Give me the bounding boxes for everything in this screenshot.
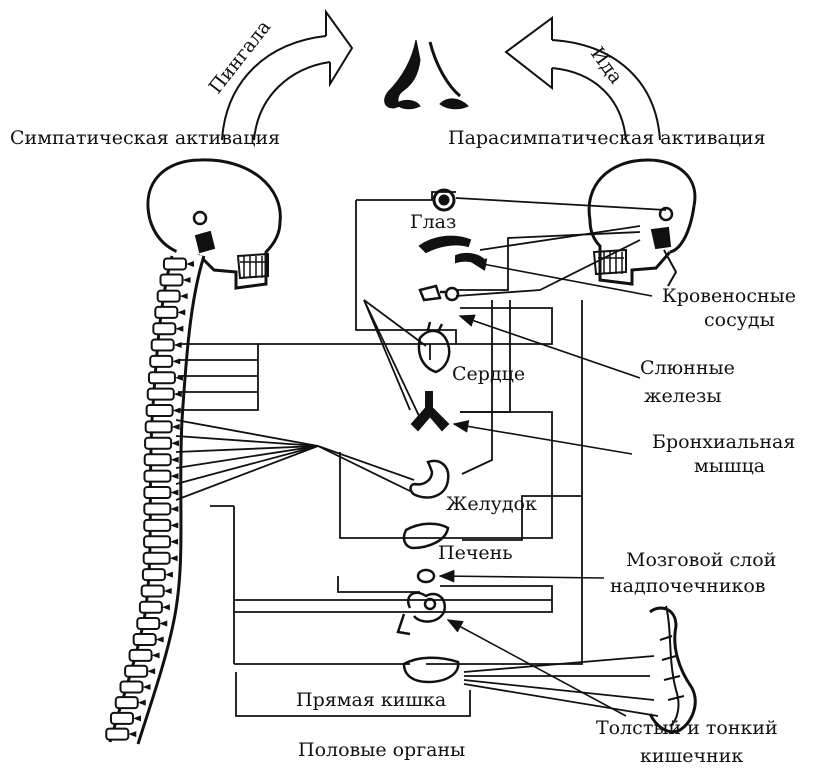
- ida-arrow: [506, 18, 660, 140]
- intestine-icon: [398, 593, 445, 634]
- vertebra: [164, 258, 186, 269]
- vertebra: [144, 471, 170, 482]
- intestine-label-line1: Толстый и тонкий: [596, 716, 778, 740]
- eye-icon: [434, 190, 454, 210]
- pingala-arrow: [222, 12, 352, 140]
- callout-arrows: [440, 262, 652, 716]
- vertebra: [140, 602, 162, 613]
- vessel-icon: [420, 237, 484, 264]
- rectum-icon: [404, 658, 458, 682]
- vertebra: [155, 307, 177, 318]
- adrenal-label-line2: надпочечников: [610, 574, 766, 598]
- vertebra: [142, 585, 164, 596]
- vertebra: [143, 569, 165, 580]
- vertebra: [144, 520, 170, 531]
- vertebra: [144, 503, 170, 514]
- vertebra: [150, 356, 172, 367]
- vertebra: [152, 340, 174, 351]
- salivary-gland-icon: [420, 286, 458, 300]
- vessels-label-line1: Кровеносные: [662, 284, 796, 308]
- vertebra: [137, 618, 159, 629]
- vertebra: [148, 389, 174, 400]
- adrenal-label-line1: Мозговой слой: [626, 548, 776, 572]
- intestine-arrow: [448, 620, 626, 716]
- vertebra: [116, 697, 138, 708]
- bronchial-label-line1: Бронхиальная: [652, 430, 795, 454]
- right-skull-icon: [589, 160, 695, 286]
- vertebra: [144, 487, 170, 498]
- vertebra: [130, 650, 152, 661]
- vertebra: [134, 634, 156, 645]
- vertebra: [158, 291, 180, 302]
- vertebra: [144, 553, 170, 564]
- vessels-label-line2: сосуды: [704, 308, 775, 332]
- vertebra: [106, 729, 128, 740]
- intestine-label-line2: кишечник: [640, 744, 743, 768]
- stomach-label: Желудок: [446, 492, 537, 516]
- vertebra: [147, 405, 173, 416]
- parasympathetic-activation-label: Парасимпатическая активация: [448, 126, 766, 150]
- sympathetic-activation-label: Симпатическая активация: [10, 126, 280, 150]
- vertebra: [149, 372, 175, 383]
- vertebra: [111, 713, 133, 724]
- vertebra: [120, 681, 142, 692]
- sacrum-icon: [650, 606, 695, 732]
- stomach-icon: [411, 461, 449, 497]
- salivary-label-line1: Слюнные: [640, 356, 735, 380]
- rectum-label: Прямая кишка: [296, 688, 446, 712]
- bronchial-label-line2: мышца: [694, 454, 765, 478]
- heart-label: Сердце: [452, 362, 525, 386]
- vertebra: [160, 274, 182, 285]
- liver-label: Печень: [438, 541, 513, 565]
- nose-icon: [385, 40, 468, 109]
- vertebra: [145, 454, 171, 465]
- bronchial-arrow: [454, 424, 632, 454]
- vertebra: [144, 536, 170, 547]
- vertebra: [145, 438, 171, 449]
- vertebra: [153, 323, 175, 334]
- adrenal-icon: [418, 570, 434, 582]
- eye-label: Глаз: [410, 210, 456, 234]
- vertebra: [146, 421, 172, 432]
- vertebra: [125, 666, 147, 677]
- genitals-label: Половые органы: [298, 738, 465, 762]
- adrenal-arrow: [440, 576, 604, 578]
- salivary-label-line2: железы: [644, 384, 722, 408]
